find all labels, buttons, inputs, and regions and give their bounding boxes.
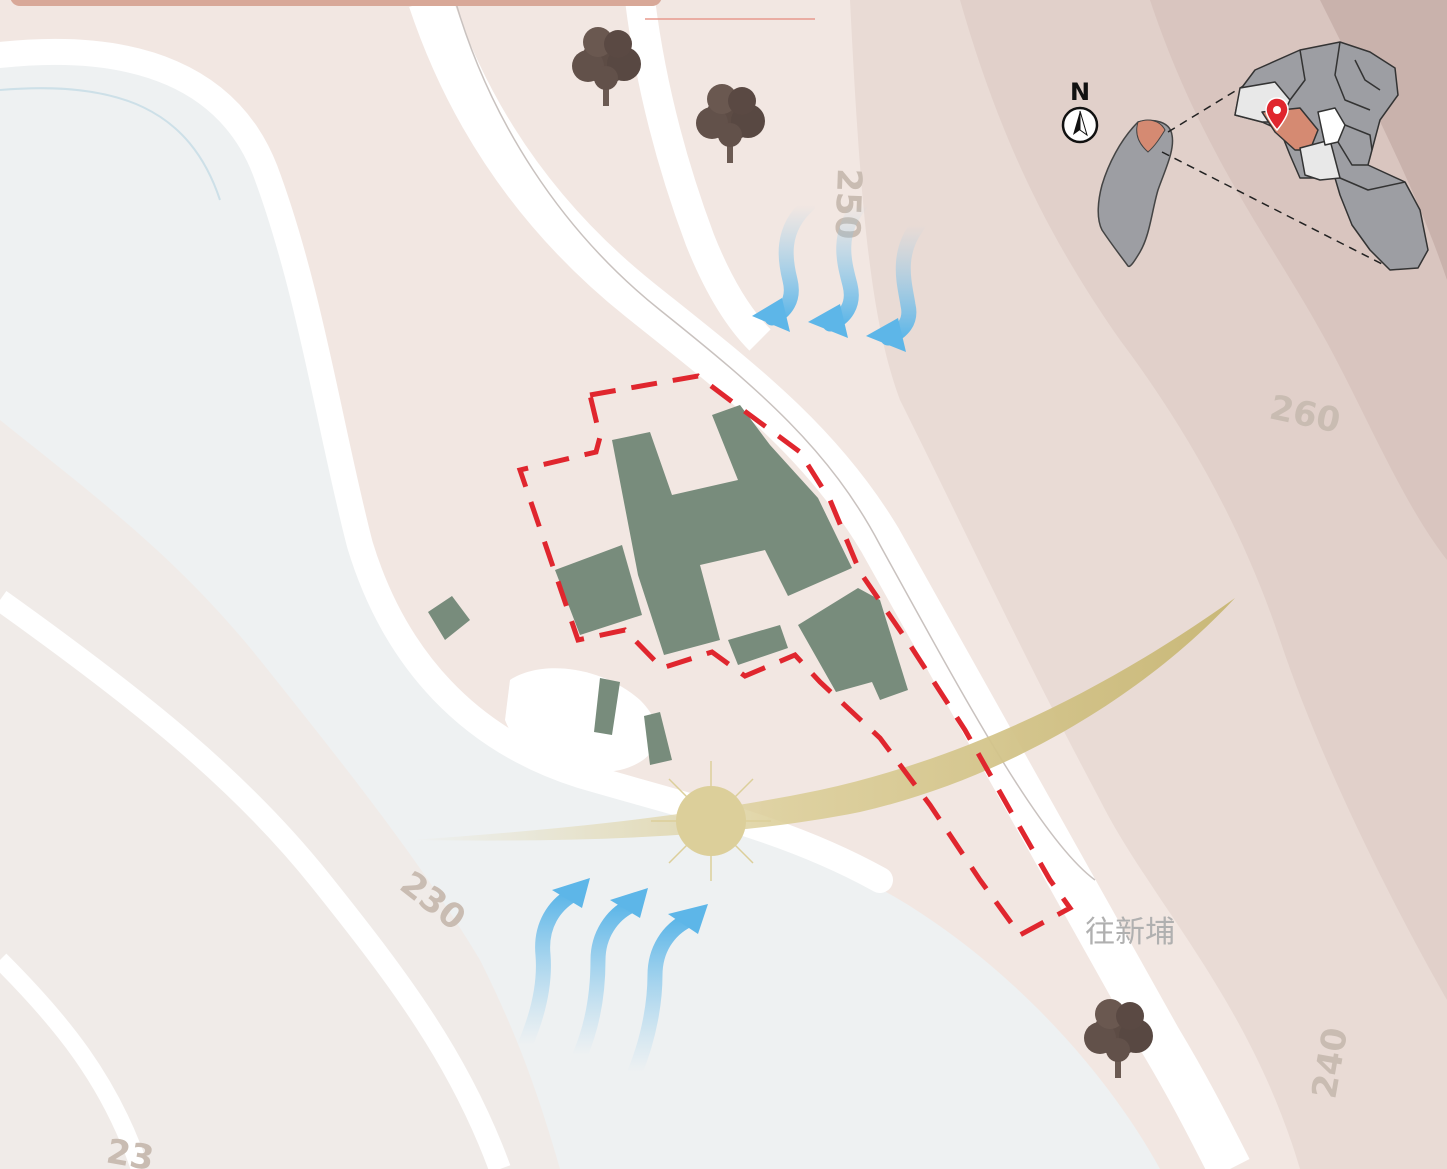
destination-label: 往新埔 [1085, 915, 1175, 950]
wind-arrow-icon [866, 217, 926, 352]
building-shed-1 [428, 596, 470, 640]
wind-arrow-icon [572, 888, 648, 1063]
contour-label-23x: 23 [103, 1131, 157, 1169]
taiwan-locator-map [1097, 84, 1391, 269]
building-east [798, 588, 908, 700]
wind-arrow-icon [517, 878, 590, 1053]
header-bar-fragment [10, 0, 662, 6]
building-shed-2 [594, 678, 620, 735]
sun-path-arc [410, 598, 1235, 841]
wind-arrow-icon [627, 904, 708, 1080]
building-middle-small [728, 625, 788, 665]
building-h-block [612, 405, 852, 655]
location-pin-icon [1265, 97, 1289, 132]
wind-arrow-icon [808, 197, 868, 338]
north-arrow-icon: N [1061, 78, 1099, 144]
north-label: N [1070, 78, 1090, 106]
building-west [555, 545, 642, 635]
sun-icon [651, 761, 771, 881]
buildings [428, 405, 908, 765]
building-shed-3 [644, 712, 672, 765]
wind-arrow-icon [752, 197, 816, 332]
site-boundary [516, 373, 1074, 939]
